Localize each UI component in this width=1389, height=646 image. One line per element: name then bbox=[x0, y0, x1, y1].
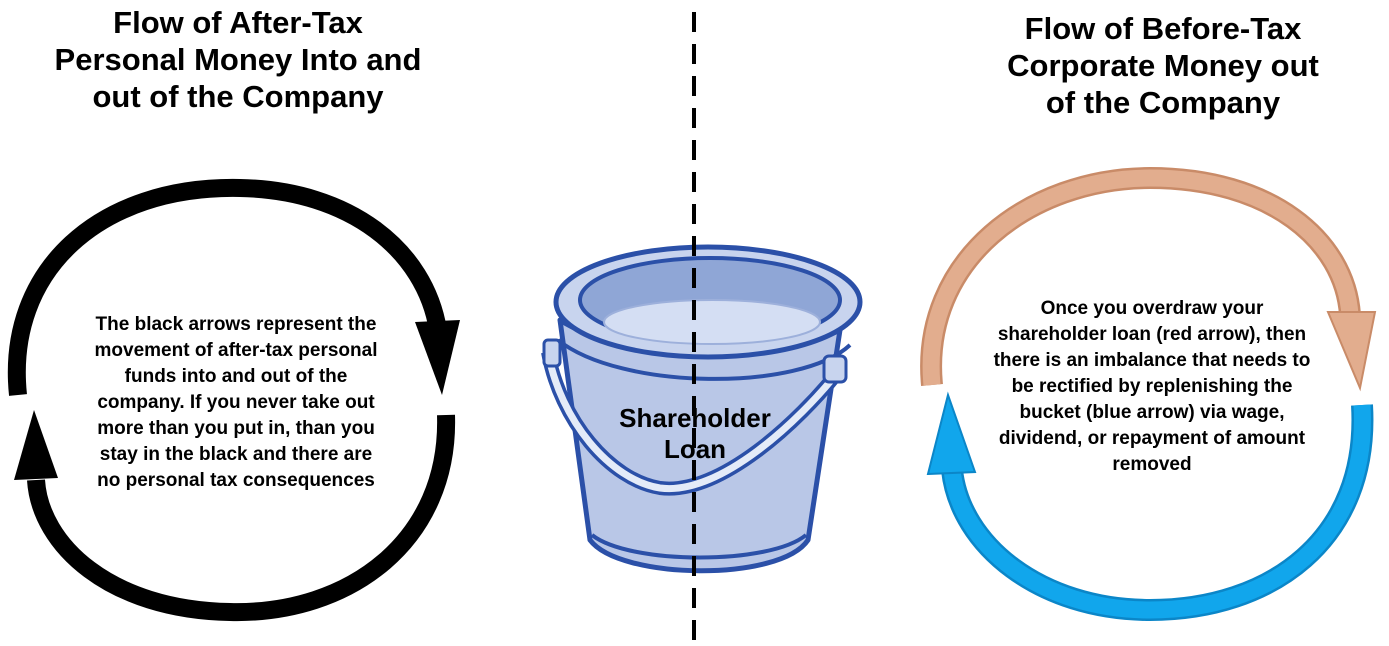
right-panel-description: Once you overdraw your shareholder loan … bbox=[993, 298, 1311, 475]
right-panel-title: Flow of Before-Tax Corporate Money out o… bbox=[1007, 11, 1319, 120]
black-arrow-bottom bbox=[27, 414, 456, 622]
black-arrowhead-up bbox=[14, 410, 58, 480]
black-arrow-top bbox=[7, 178, 447, 396]
left-panel-description: The black arrows represent the movement … bbox=[94, 314, 378, 491]
bucket-lug-left bbox=[542, 338, 562, 368]
left-panel-title: Flow of After-Tax Personal Money Into an… bbox=[54, 5, 422, 114]
red-arrow-body-fill bbox=[922, 169, 1359, 386]
blue-arrowhead-up bbox=[926, 391, 977, 476]
bucket-handle-highlight bbox=[544, 351, 841, 493]
red-arrowhead-down bbox=[1326, 311, 1377, 392]
bucket-label: Shareholder Loan bbox=[619, 403, 771, 464]
bucket-water bbox=[603, 299, 821, 345]
bucket-lug-right bbox=[822, 354, 848, 384]
blue-arrow bbox=[926, 391, 1374, 622]
bucket-bottom bbox=[590, 533, 808, 560]
black-arrowhead-down bbox=[415, 320, 460, 395]
red-arrow bbox=[920, 166, 1377, 392]
bucket-icon bbox=[541, 244, 863, 574]
blue-arrow-body-fill bbox=[943, 404, 1371, 619]
black-arrow-cycle bbox=[7, 178, 460, 622]
